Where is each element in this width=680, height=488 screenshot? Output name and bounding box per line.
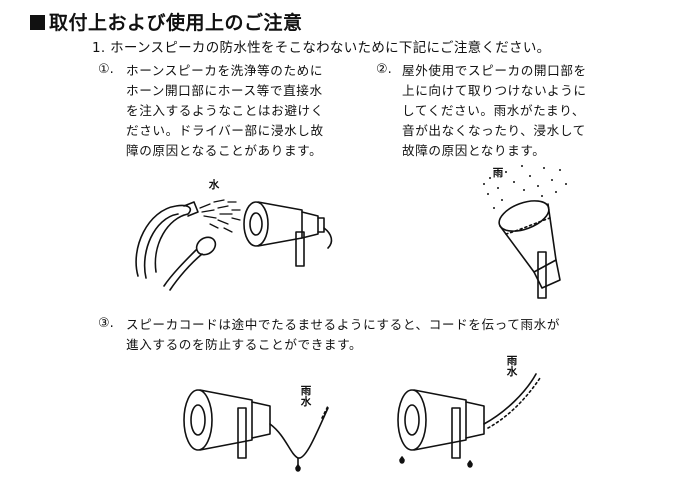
item-1-line: ホーンスピーカを洗浄等のために [126, 63, 324, 78]
item-2-line: 上に向けて取りつけないように [402, 83, 587, 98]
intro-text: 1. ホーンスピーカの防水性をそこなわないために下記にご注意ください。 [92, 40, 551, 56]
item-3-line: 進入するのを防止することができます。 [126, 337, 363, 352]
section-heading: 取付上および使用上のご注意 [30, 8, 303, 35]
item-1-line: ださい。ドライバー部に浸水し故 [126, 123, 324, 138]
figure-cord-no-loop [386, 368, 546, 476]
figure-cord-drip-loop [178, 378, 338, 478]
item-1-line: を注入するようなことはお避けく [126, 103, 324, 118]
item-3-number: ③. [98, 316, 114, 331]
item-1-line: ホーン開口部にホース等で直接水 [126, 83, 323, 98]
item-2-line: してください。雨水がたまり、 [402, 103, 586, 118]
label-rainwater-1: 雨水 [300, 385, 312, 408]
item-3-line: スピーカコードは途中でたるませるようにすると、コードを伝って雨水が [126, 317, 561, 332]
figure-hose-spraying-horn [128, 188, 348, 298]
item-2-line: 音が出なくなったり、浸水して [402, 123, 586, 138]
item-1-text: ホーンスピーカを洗浄等のために ホーン開口部にホース等で直接水 を注入するような… [126, 61, 324, 161]
item-2-line: 故障の原因となります。 [402, 143, 546, 158]
item-1-number: ①. [98, 62, 114, 77]
label-water: 水 [208, 179, 220, 191]
label-rainwater-2: 雨水 [506, 355, 518, 378]
item-2-text: 屋外使用でスピーカの開口部を 上に向けて取りつけないように してください。雨水が… [402, 61, 587, 161]
figure-upward-horn-in-rain [483, 165, 567, 310]
item-3-text: スピーカコードは途中でたるませるようにすると、コードを伝って雨水が 進入するのを… [126, 315, 560, 355]
item-2-number: ②. [376, 62, 392, 77]
item-2-line: 屋外使用でスピーカの開口部を [402, 63, 587, 78]
heading-square-icon [30, 15, 45, 30]
label-rain: 雨 [492, 167, 504, 179]
section-heading-text: 取付上および使用上のご注意 [49, 12, 303, 34]
item-1-line: 障の原因となることがあります。 [126, 143, 323, 158]
